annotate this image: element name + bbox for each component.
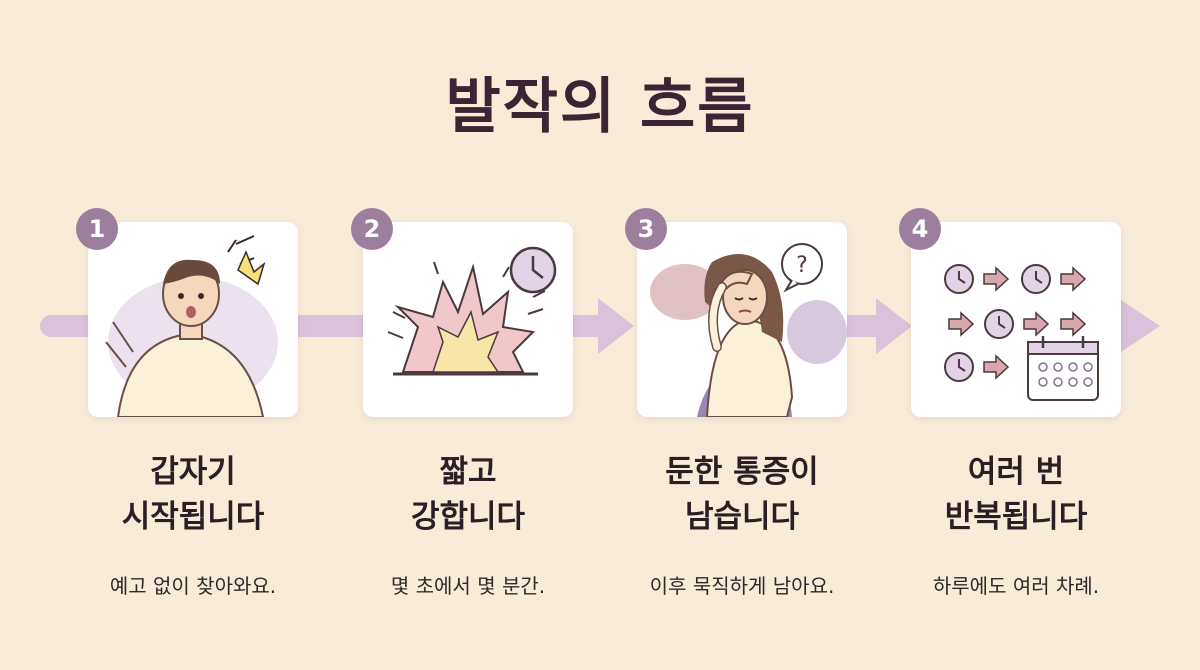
step-2: 2 짧고 강합니다 몇 초에서 몇 분간. <box>351 208 593 598</box>
step-number-badge: 3 <box>625 208 667 250</box>
step-number-badge: 1 <box>76 208 118 250</box>
step-heading-line: 남습니다 <box>684 499 800 535</box>
step-card: 4 <box>899 208 1121 417</box>
flow-arrow-start <box>40 315 100 337</box>
tired-woman-icon: ? <box>650 243 847 417</box>
repeating-clocks-calendar-icon <box>944 264 1099 401</box>
step-heading-line: 여러 번 <box>967 454 1065 490</box>
step-number-badge: 4 <box>899 208 941 250</box>
step-description: 예고 없이 찾아와요. <box>109 574 277 598</box>
step-heading-line: 반복됩니다 <box>944 499 1088 535</box>
step-card: 1 <box>76 208 298 417</box>
step-description: 하루에도 여러 차례. <box>932 574 1100 598</box>
step-3: ? 3 둔한 통증이 남습니다 이후 묵직하게 남아요. <box>625 208 867 598</box>
step-heading-line: 갑자기 <box>150 454 236 490</box>
step-heading-line: 둔한 통증이 <box>665 454 819 490</box>
step-4: 4 여러 번 반복됩니다 하루에도 여러 차례. <box>899 208 1141 598</box>
step-heading: 갑자기 시작됩니다 <box>58 450 328 540</box>
flow-arrow-1-2 <box>285 315 375 337</box>
step-number-badge: 2 <box>351 208 393 250</box>
startled-person-icon <box>105 235 278 417</box>
step-heading: 둔한 통증이 남습니다 <box>607 450 877 540</box>
burst-and-clock-icon <box>387 246 557 376</box>
step-card: 2 <box>351 208 573 417</box>
step-description: 이후 묵직하게 남아요. <box>649 574 835 598</box>
step-heading: 짧고 강합니다 <box>333 450 603 540</box>
step-heading-line: 강합니다 <box>410 499 526 535</box>
step-card: ? 3 <box>625 208 847 417</box>
step-heading-line: 짧고 <box>439 454 497 490</box>
step-heading: 여러 번 반복됩니다 <box>881 450 1151 540</box>
step-heading-line: 시작됩니다 <box>121 499 265 535</box>
svg-text:?: ? <box>796 253 808 278</box>
page-title: 발작의 흐름 <box>445 72 755 142</box>
step-description: 몇 초에서 몇 분간. <box>390 574 546 598</box>
step-1: 1 갑자기 시작됩니다 예고 없이 찾아와요. <box>76 208 318 598</box>
